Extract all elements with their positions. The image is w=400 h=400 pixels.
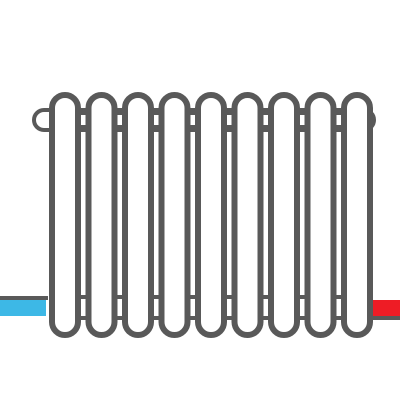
radiator-fin: [85, 92, 118, 338]
hot-pipe-connector: [358, 316, 400, 320]
cold-pipe-connector: [0, 296, 48, 300]
rail-gaps: [81, 111, 341, 320]
radiator-fin: [231, 92, 264, 338]
radiator-fin: [341, 92, 373, 338]
radiator-fin: [195, 92, 227, 338]
cold-water-pipe: [0, 300, 46, 316]
radiator-fin: [158, 92, 191, 338]
radiator-fins: [49, 92, 373, 338]
radiator-fin: [122, 92, 154, 338]
radiator-fin: [49, 92, 81, 338]
radiator-fin: [268, 92, 300, 338]
radiator-fin: [304, 92, 337, 338]
